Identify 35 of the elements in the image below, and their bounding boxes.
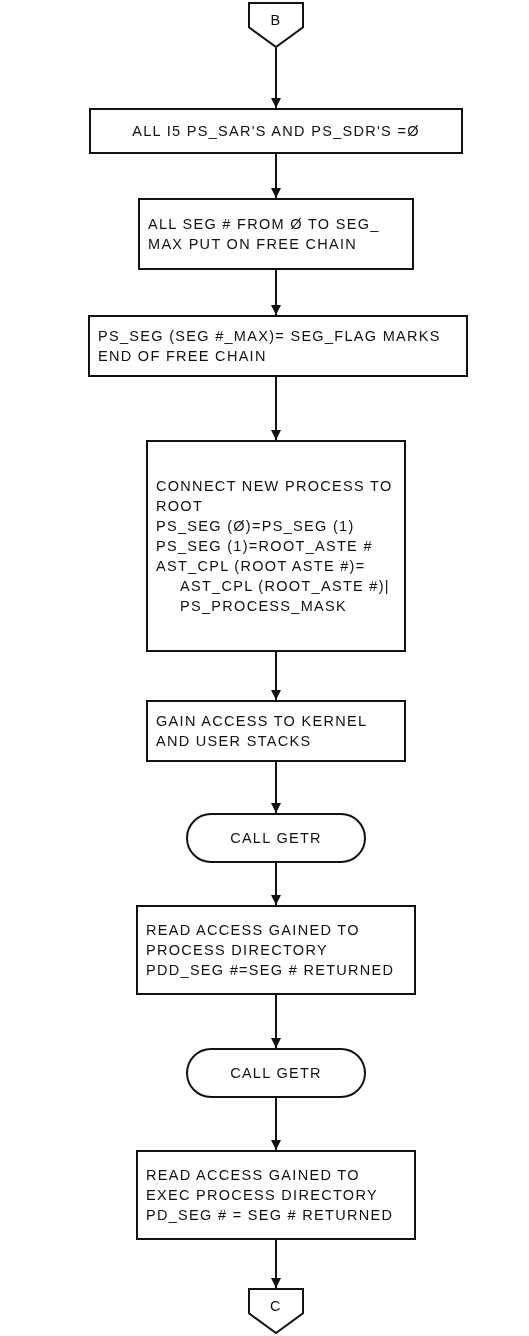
step-text: READ ACCESS GAINED TO PROCESS DIRECTORY PDD_SEG #=SEG # RETURNED [146,921,396,980]
step-text: AST_CPL (ROOT ASTE #)= AST_CPL (ROOT_ASTE #)| PS_PROCESS_MASK [156,557,391,616]
step-text: PS_SEG (1)=ROOT_ASTE # [156,537,374,556]
process-box [89,108,463,154]
offpage-connector [248,2,304,48]
offpage-connector [248,1288,304,1334]
arrow [271,761,281,814]
step-text: CALL GETR [230,1064,322,1083]
step-text: PS_SEG (Ø)=PS_SEG (1) [156,517,356,536]
arrow [271,47,281,109]
arrow [271,153,281,199]
arrow [271,862,281,906]
process-box [88,315,468,377]
arrow [271,651,281,701]
arrow [271,1239,281,1289]
process-box [146,440,406,652]
process-box [146,700,406,762]
connector-letter: B [270,11,282,30]
step-text: READ ACCESS GAINED TO EXEC PROCESS DIRECTORY PD_SEG # = SEG # RETURNED [146,1166,395,1225]
step-text: ALL SEG # FROM Ø TO SEG_ MAX PUT ON FREE CHAIN [148,215,381,254]
arrow [271,994,281,1049]
terminal-box [186,1048,366,1098]
arrow [271,376,281,441]
process-box [138,198,414,270]
step-text: GAIN ACCESS TO KERNEL AND USER STACKS [156,712,368,751]
step-text: PS_SEG (SEG #_MAX)= SEG_FLAG MARKS END OF FREE CHAIN [98,327,442,366]
step-text: CONNECT NEW PROCESS TO ROOT [156,477,394,516]
connector-letter: C [270,1297,282,1316]
terminal-box [186,813,366,863]
process-box [136,905,416,995]
arrow [271,1097,281,1151]
step-text: CALL GETR [230,829,322,848]
process-box [136,1150,416,1240]
step-text: ALL I5 PS_SAR'S AND PS_SDR'S =Ø [131,122,421,141]
arrow [271,269,281,316]
